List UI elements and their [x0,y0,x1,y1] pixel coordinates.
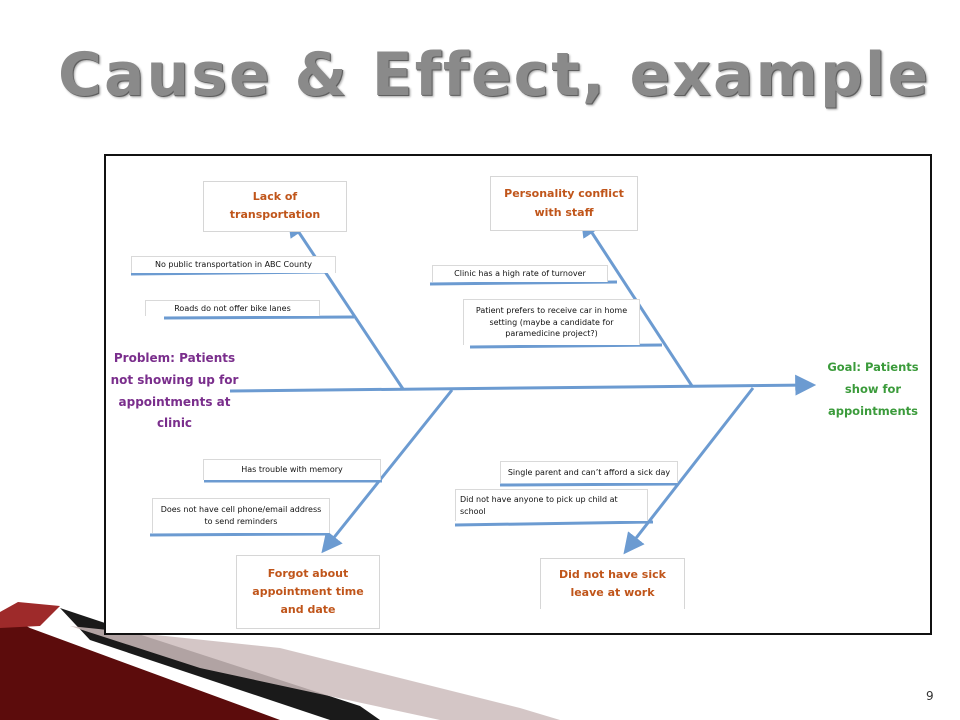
ribbon-light-band [70,626,560,720]
ribbon-dark-band [0,612,280,720]
goal-box: Goal: Patients show for appointments [827,360,919,418]
category-forgot: Forgot about appointment time and date [236,555,380,629]
rib-turnover [429,280,618,286]
cause-no-childcare: Did not have anyone to pick up child at … [455,489,648,521]
spine-arrow [229,374,817,396]
fishbone-diagram-frame [104,154,932,635]
cause-no-public-transport: No public transportation in ABC County [131,256,336,273]
rib-no-bike-lanes [163,315,355,320]
cause-single-parent: Single parent and can’t afford a sick da… [500,461,678,483]
problem-box: Problem: Patients not showing up for app… [110,351,239,431]
slide-title: Cause & Effect, example [58,40,931,110]
rib-home-care [469,343,663,349]
ribbon-red-band [0,602,60,628]
bone-forgot [321,389,454,554]
cause-no-bike-lanes: Roads do not offer bike lanes [145,300,320,316]
cause-no-phone: Does not have cell phone/email address t… [152,498,330,533]
rib-no-childcare [454,520,654,527]
category-transportation: Lack of transportation [203,181,347,232]
bone-transportation [287,215,405,390]
rib-single-parent [499,482,678,487]
page-number: 9 [926,689,934,703]
category-sick-leave: Did not have sick leave at work [540,558,685,609]
bone-sick-leave [623,387,755,555]
cause-home-care: Patient prefers to receive car in home s… [463,299,640,345]
cause-memory: Has trouble with memory [203,459,381,480]
cause-turnover: Clinic has a high rate of turnover [432,265,608,282]
rib-no-phone [149,532,329,537]
category-personality: Personality conflict with staff [490,176,638,231]
